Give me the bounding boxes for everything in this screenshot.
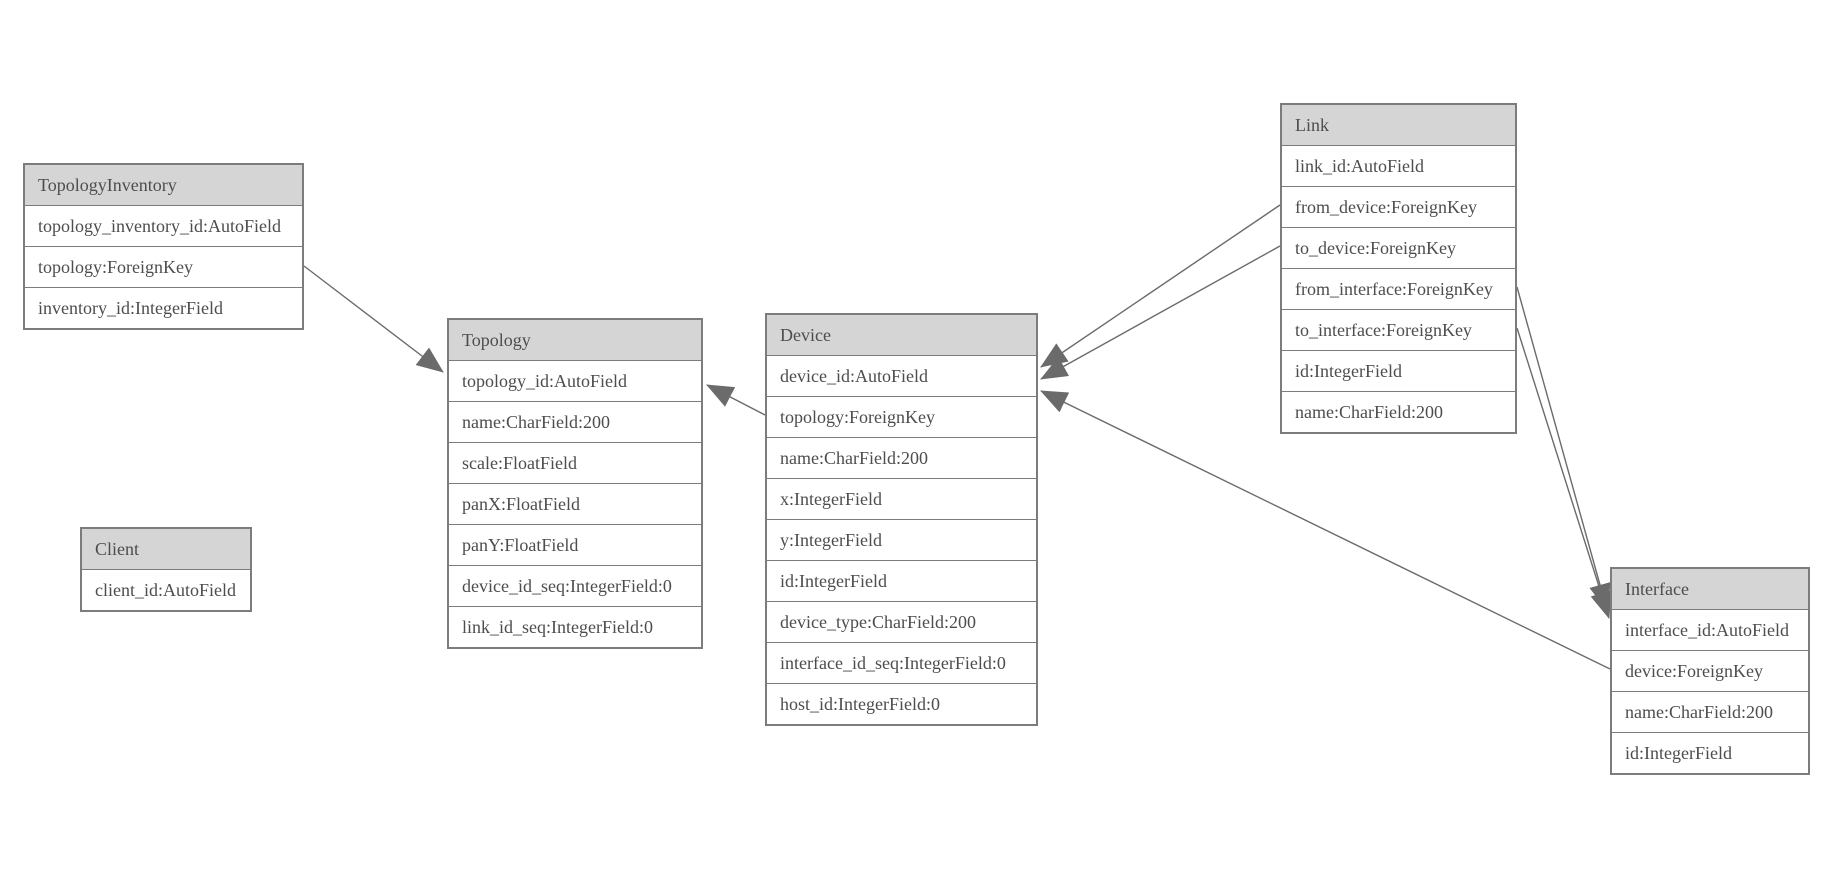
table-header: Topology [449, 320, 701, 361]
table-title: Client [95, 539, 139, 559]
table-row: from_device:ForeignKey [1282, 187, 1515, 228]
table-row: topology_id:AutoField [449, 361, 701, 402]
table-row: device_id:AutoField [767, 356, 1036, 397]
table-row: device_id_seq:IntegerField:0 [449, 566, 701, 607]
table-title: Link [1295, 115, 1329, 135]
table-row: to_device:ForeignKey [1282, 228, 1515, 269]
table-row: interface_id:AutoField [1612, 610, 1808, 651]
table-header: Client [82, 529, 250, 570]
table-row: host_id:IntegerField:0 [767, 684, 1036, 724]
table-row: client_id:AutoField [82, 570, 250, 610]
edge-device-topology [706, 384, 766, 416]
table-title: Topology [462, 330, 531, 350]
table-row: name:CharField:200 [1282, 392, 1515, 432]
table-row: panX:FloatField [449, 484, 701, 525]
edge-topologyinventory-topology [303, 265, 444, 373]
table-row: link_id:AutoField [1282, 146, 1515, 187]
table-row: name:CharField:200 [767, 438, 1036, 479]
table-row: scale:FloatField [449, 443, 701, 484]
table-topologyinventory[interactable]: TopologyInventory topology_inventory_id:… [23, 163, 304, 330]
table-row: to_interface:ForeignKey [1282, 310, 1515, 351]
table-title: Interface [1625, 579, 1689, 599]
table-row: inventory_id:IntegerField [25, 288, 302, 328]
edge-link-tointerface-interface [1516, 327, 1612, 619]
table-row: id:IntegerField [1282, 351, 1515, 392]
table-row: link_id_seq:IntegerField:0 [449, 607, 701, 647]
table-row: topology:ForeignKey [25, 247, 302, 288]
table-row: y:IntegerField [767, 520, 1036, 561]
table-header: Interface [1612, 569, 1808, 610]
edge-link-frominterface-interface [1516, 286, 1611, 611]
table-row: interface_id_seq:IntegerField:0 [767, 643, 1036, 684]
table-row: device_type:CharField:200 [767, 602, 1036, 643]
table-row: topology_inventory_id:AutoField [25, 206, 302, 247]
table-header: Link [1282, 105, 1515, 146]
table-title: Device [780, 325, 831, 345]
table-row: id:IntegerField [1612, 733, 1808, 773]
table-row: panY:FloatField [449, 525, 701, 566]
table-row: x:IntegerField [767, 479, 1036, 520]
table-row: name:CharField:200 [1612, 692, 1808, 733]
edge-link-todevice-device [1040, 245, 1281, 380]
table-row: topology:ForeignKey [767, 397, 1036, 438]
table-title: TopologyInventory [38, 175, 177, 195]
table-header: TopologyInventory [25, 165, 302, 206]
table-row: id:IntegerField [767, 561, 1036, 602]
table-rows: client_id:AutoField [82, 570, 250, 610]
table-row: name:CharField:200 [449, 402, 701, 443]
table-header: Device [767, 315, 1036, 356]
table-row: from_interface:ForeignKey [1282, 269, 1515, 310]
table-client[interactable]: Client client_id:AutoField [80, 527, 252, 612]
edge-link-fromdevice-device [1040, 204, 1281, 368]
table-row: device:ForeignKey [1612, 651, 1808, 692]
